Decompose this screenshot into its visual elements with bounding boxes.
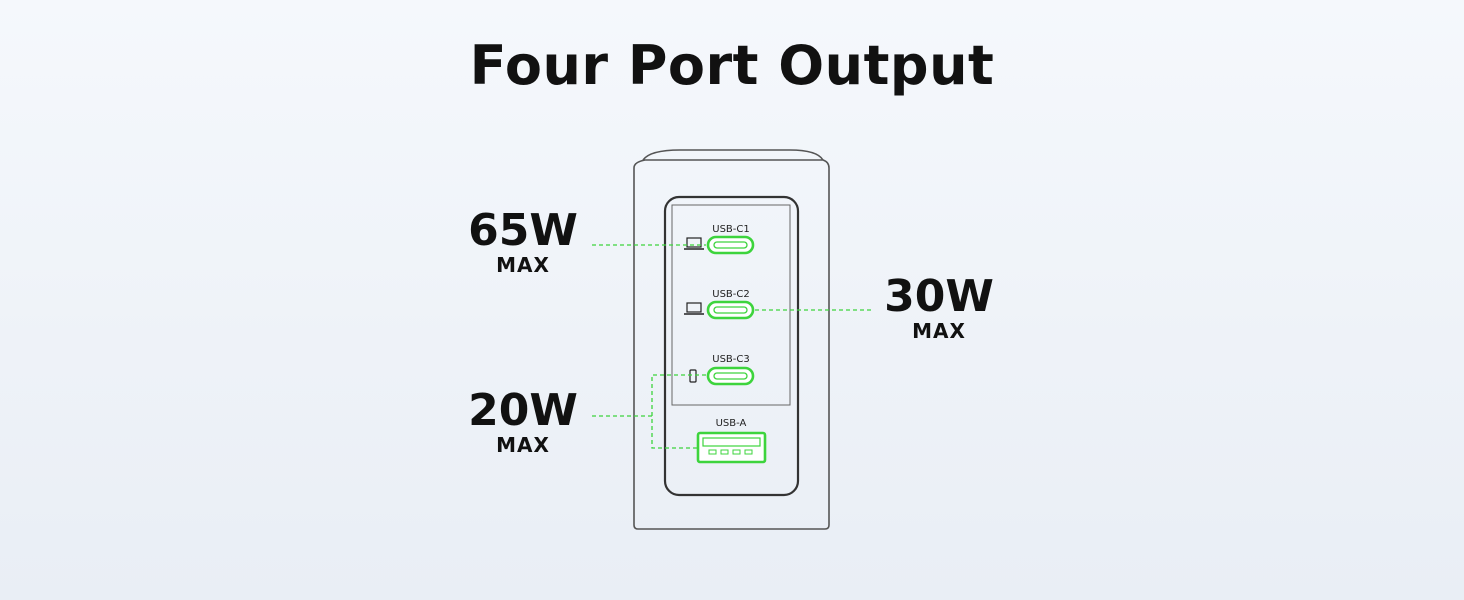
watt-unit: MAX (496, 253, 550, 277)
watt-callout-30w: 30W MAX (884, 271, 994, 343)
charger-cap (642, 149, 824, 161)
watt-value: 30W (884, 271, 994, 322)
usb-a-port (696, 431, 767, 464)
usb-c3-port (706, 366, 755, 386)
port-panel (663, 195, 800, 497)
usb-c1-port (706, 235, 755, 255)
watt-callout-65w: 65W MAX (468, 205, 578, 277)
laptop-icon (684, 302, 704, 315)
usb-c2-port (706, 300, 755, 320)
port-label-usb-c2: USB-C2 (712, 289, 750, 300)
charger-body (633, 159, 830, 530)
port-panel-inner (671, 204, 791, 406)
laptop-icon (684, 237, 704, 250)
port-label-usb-c3: USB-C3 (712, 354, 750, 365)
page-title: Four Port Output (469, 34, 995, 97)
watt-unit: MAX (496, 433, 550, 457)
watt-callout-20w: 20W MAX (468, 385, 578, 457)
watt-unit: MAX (912, 319, 966, 343)
port-label-usb-a: USB-A (715, 418, 747, 429)
watt-value: 65W (468, 205, 578, 256)
watt-value: 20W (468, 385, 578, 436)
phone-icon (689, 369, 697, 383)
leader-20w-bracket (651, 374, 706, 449)
port-label-usb-c1: USB-C1 (712, 224, 750, 235)
